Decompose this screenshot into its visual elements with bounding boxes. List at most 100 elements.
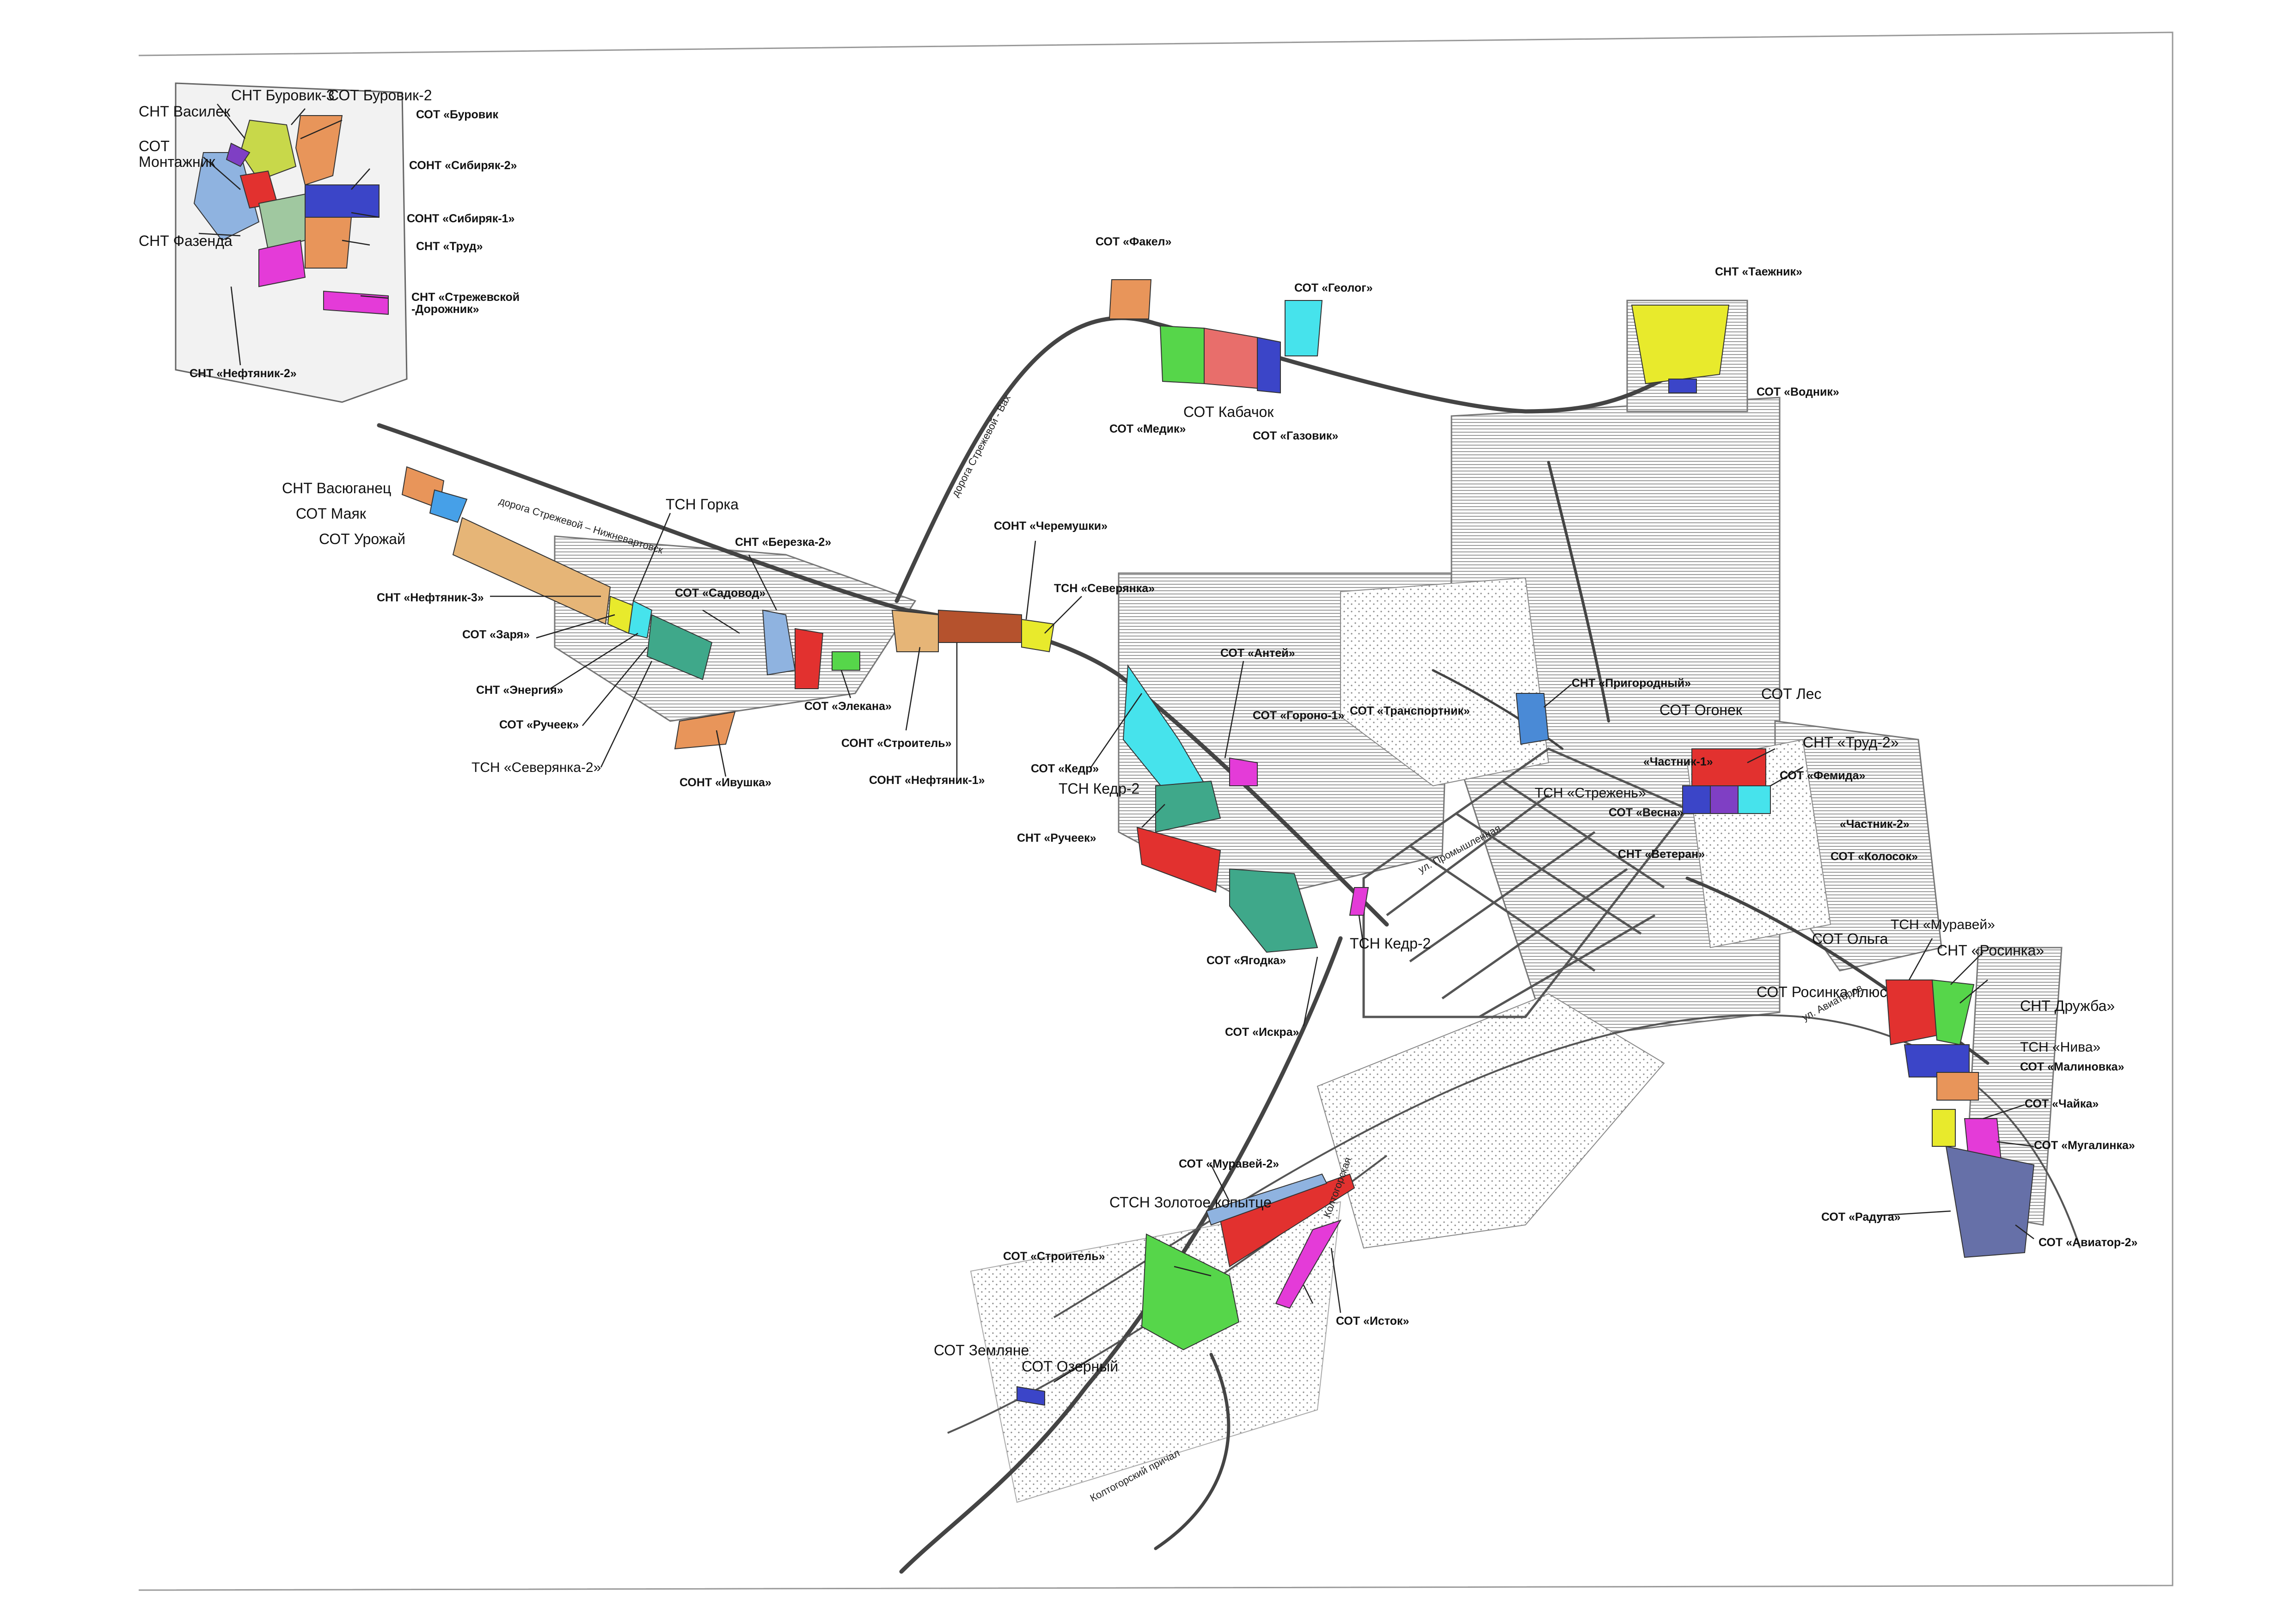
label-sot-raduga: СОТ «Радуга» (1821, 1211, 1901, 1224)
label-sot-elekana: СОТ «Элекана» (804, 700, 892, 713)
plot-mayak (429, 489, 468, 523)
label-sont-cheremushki: СОНТ «Черемушки» (994, 520, 1108, 533)
label-sont-sibiryak2: СОНТ «Сибиряк-2» (409, 159, 517, 172)
road-koltogorsky (1154, 1353, 1231, 1550)
label-sot-mugalinka: СОТ «Мугалинка» (2034, 1139, 2135, 1152)
label-snt-energiya: СНТ «Энергия» (476, 684, 563, 697)
plot-sibiryak2 (305, 184, 380, 218)
label-sot-gorono1: СОТ «Гороно-1» (1253, 709, 1345, 722)
label-sot-kedr: СОТ «Кедр» (1031, 762, 1099, 775)
label-sot-gazovik: СОТ «Газовик» (1253, 429, 1339, 442)
leader-lines (198, 104, 2034, 1383)
plot-stroitel-s (1141, 1233, 1240, 1351)
label-sot-vesna: СОТ «Весна» (1609, 806, 1684, 819)
city-grid (1362, 747, 1689, 1018)
plot-energiya (628, 600, 653, 639)
label-snt-chastnik2: «Частник-2» (1840, 818, 1910, 831)
label-sot-geolog: СОТ «Геолог» (1294, 282, 1373, 294)
label-tsn-strezhen: ТСН «Стрежень» (1535, 785, 1646, 801)
label-sot-les: СОТ Лес (1761, 686, 1822, 702)
label-tsn-muravey: ТСН «Муравей» (1891, 917, 1995, 932)
plot-taezhnik (1631, 305, 1730, 385)
label-snt-neftyanik3: СНТ «Нефтяник-3» (377, 591, 484, 604)
plot-tsn-kedr2 (1136, 826, 1221, 893)
label-sot-fakel: СОТ «Факел» (1096, 235, 1172, 248)
plot-neftyanik1 (938, 609, 1022, 643)
plot-ozerny (1016, 1386, 1045, 1406)
label-sot-ruchek-w: СОТ «Ручеек» (499, 718, 579, 731)
plot-burovik2 (295, 115, 343, 186)
label-sot-medik: СОТ «Медик» (1109, 422, 1186, 435)
label-sot-burovik: СОТ «Буровик (416, 108, 499, 121)
plot-chayka (1932, 1109, 1956, 1147)
plot-geolog (1285, 300, 1323, 356)
label-tsn-kedr2-b: ТСН Кедр-2 (1350, 935, 1431, 952)
label-sot-antey: СОТ «Антей» (1220, 647, 1295, 660)
plot-trud (305, 217, 352, 269)
label-snt-fazenda: СНТ Фазенда (139, 233, 233, 249)
plot-strezh-dor (323, 290, 389, 315)
plot-vesna (1710, 785, 1739, 814)
plot-rosinka (1931, 979, 1975, 1046)
label-snt-taezhnik: СНТ «Таежник» (1715, 265, 1802, 278)
label-snt-rosinka: СНТ «Росинка» (1937, 942, 2045, 959)
label-sot-montazhnik: СОТ Монтажник (139, 138, 215, 170)
label-sot-ozerny: СОТ Озерный (1022, 1358, 1119, 1375)
label-tsn-gorka: ТСН Горка (666, 496, 739, 513)
label-sot-chayka: СОТ «Чайка» (2025, 1097, 2099, 1110)
plot-neftyanik3 (452, 517, 611, 625)
label-sot-kolosok: СОТ «Колосок» (1831, 850, 1918, 863)
label-snt-berezka2: СНТ «Березка-2» (735, 536, 832, 549)
plot-muravey2 (1206, 1173, 1328, 1226)
label-tsn-niva: ТСН «Нива» (2020, 1040, 2101, 1055)
plot-fakel (1108, 279, 1152, 319)
label-snt-vasilek: СНТ Василек (139, 103, 231, 120)
label-sot-iskra: СОТ «Искра» (1225, 1026, 1299, 1039)
label-sot-zemlyane: СОТ Земляне (934, 1342, 1029, 1359)
label-sot-stroitel: СОТ «Строитель» (1003, 1250, 1105, 1263)
road-south (899, 936, 1343, 1574)
plot-vasilek (226, 142, 251, 167)
label-sot-rosinka-plus: СОТ Росинка плюс (1757, 984, 1887, 1000)
plot-tsn-kedr2-b (1349, 887, 1369, 916)
label-snt-ruchek: СНТ «Ручеек» (1017, 832, 1096, 845)
label-snt-strezh-dor: СНТ «Стрежевской -Дорожник» (411, 291, 520, 316)
label-sot-muravey2: СОТ «Муравей-2» (1179, 1157, 1280, 1170)
plot-ruchek (1155, 780, 1221, 833)
plot-malinovka (1936, 1072, 1979, 1101)
plot-fazenda (258, 239, 306, 288)
label-sot-zarya: СОТ «Заря» (462, 628, 530, 641)
label-sont-stroitel: СОНТ «Строитель» (841, 737, 952, 750)
label-tsn-severyanka: ТСН «Северянка» (1054, 582, 1155, 595)
label-tsn-kedr2-a: ТСН Кедр-2 (1059, 780, 1140, 797)
plot-chastnik1 (1682, 785, 1711, 814)
plot-femida (1738, 785, 1771, 814)
plot-istok (1275, 1219, 1342, 1309)
plot-severyanka (1021, 618, 1055, 653)
label-sot-olga: СОТ Ольга (1812, 930, 1888, 947)
label-sot-urozhay: СОТ Урожай (319, 531, 405, 547)
label-stsn-zolotoe: СТСН Золотое копытце (1109, 1194, 1272, 1211)
plot-ivushka (674, 711, 736, 750)
label-sot-femida: СОТ «Фемида» (1780, 769, 1866, 782)
plot-gazovik (1257, 337, 1281, 394)
plot-prigorodny (1515, 693, 1549, 745)
plot-burovik3 (239, 119, 297, 181)
label-snt-druzhba: СНТ Дружба» (2020, 998, 2115, 1014)
label-sot-sadovod: СОТ «Садовод» (675, 587, 766, 600)
label-tsn-severyanka2: ТСН «Северянка-2» (471, 760, 601, 775)
plot-aviator2 (1945, 1145, 2035, 1258)
label-sot-kabachok: СОТ Кабачок (1183, 404, 1274, 420)
plot-stroitel (891, 609, 939, 652)
label-sont-neftyanik1: СОНТ «Нефтяник-1» (869, 774, 985, 787)
label-snt-prigorodny: СНТ «Пригородный» (1572, 677, 1691, 690)
plots (193, 115, 2035, 1406)
label-snt-chastnik1: «Частник-1» (1643, 755, 1713, 768)
label-snt-vasyuganec: СНТ Васюганец (282, 480, 392, 496)
label-snt-trud2: СНТ «Труд-2» (1803, 734, 1899, 751)
label-sot-burovik2: СОТ Буровик-2 (328, 87, 432, 104)
label-sot-malinovka: СОТ «Малиновка» (2020, 1060, 2125, 1073)
label-sot-transportnik: СОТ «Транспортник» (1350, 704, 1470, 717)
label-sot-istok: СОТ «Исток» (1336, 1315, 1409, 1328)
